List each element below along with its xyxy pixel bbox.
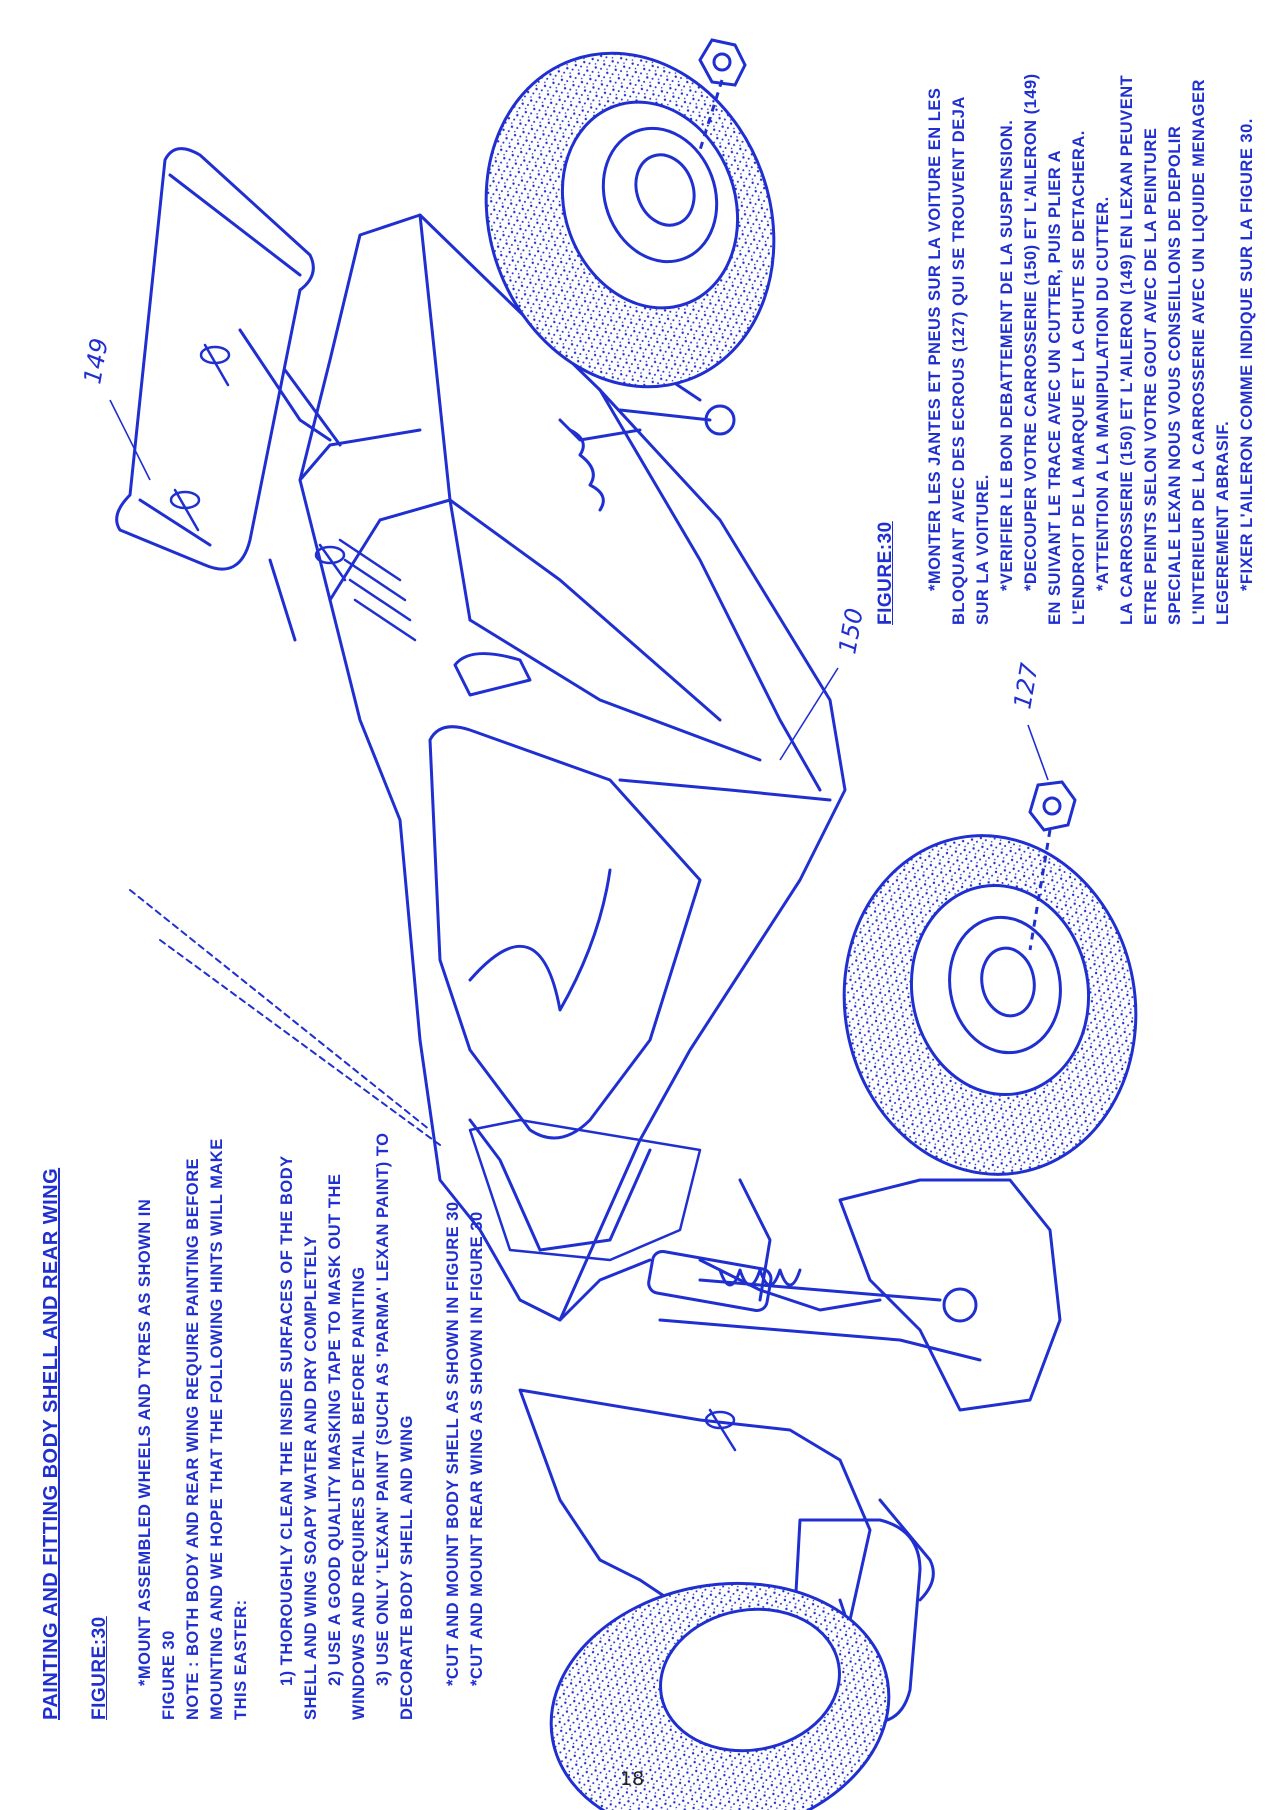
callout-150: 150: [833, 606, 869, 656]
body-shell: [298, 213, 847, 1322]
french-line: ETRE PEINTS SELON VOTRE GOUT AVEC DE LA …: [1142, 127, 1160, 625]
wing-clip-lower: [169, 488, 201, 532]
french-line: SPECIALE LEXAN NOUS VOUS CONSEILLONS DE …: [1166, 125, 1184, 625]
french-line: *ATTENTION A LA MANIPULATION DU CUTTER.: [1094, 196, 1112, 591]
french-line: LA CARROSSERIE (150) ET L'AILERON (149) …: [1118, 74, 1136, 625]
front-tyre-left: [549, 1581, 891, 1810]
english-line: FIGURE 30: [160, 1630, 178, 1720]
french-body: *MONTER LES JANTES ET PNEUS SUR LA VOITU…: [923, 25, 1259, 625]
french-line: BLOQUANT AVEC DES ECROUS (127) QUI SE TR…: [950, 96, 968, 625]
english-figure-label: FIGURE:30: [89, 1616, 110, 1720]
french-line: *DECOUPER VOTRE CARROSSERIE (150) ET L'A…: [1022, 73, 1040, 591]
chassis-front: [518, 1178, 1062, 1652]
nut-127: [1028, 780, 1077, 951]
english-line: NOTE : BOTH BODY AND REAR WING REQUIRE P…: [184, 1157, 202, 1720]
french-line: *FIXER L'AILERON COMME INDIQUE SUR LA FI…: [1238, 118, 1256, 591]
english-line: THIS EASTER:: [232, 1599, 250, 1720]
body-scoop: [453, 652, 532, 697]
french-line: *VERIFIER LE BON DEBATTEMENT DE LA SUSPE…: [998, 119, 1016, 591]
french-line: *MONTER LES JANTES ET PNEUS SUR LA VOITU…: [926, 87, 944, 591]
windscreen: [428, 725, 702, 1252]
english-line: *CUT AND MOUNT REAR WING AS SHOWN IN FIG…: [468, 1211, 486, 1686]
french-line: LEGEREMENT ABRASIF.: [1214, 420, 1232, 625]
french-line: L'INTERIEUR DE LA CARROSSERIE AVEC UN LI…: [1190, 79, 1208, 625]
rear-wing: [115, 147, 342, 642]
callout-127: 127: [1008, 660, 1044, 711]
french-figure-label: FIGURE:30: [875, 521, 896, 625]
page-number: 18: [620, 1768, 645, 1790]
wing-clip-upper: [199, 343, 231, 387]
english-text-block: PAINTING AND FITTING BODY SHELL AND REAR…: [40, 720, 489, 1721]
nut-rear: [698, 38, 747, 151]
front-shock: [647, 1249, 978, 1323]
english-heading: PAINTING AND FITTING BODY SHELL AND REAR…: [40, 1167, 62, 1720]
english-line: SHELL AND WING SOAPY WATER AND DRY COMPL…: [302, 1235, 320, 1720]
side-window: [468, 1118, 702, 1262]
french-line: L'ENDROIT DE LA MARQUE ET LA CHUTE SE DE…: [1070, 130, 1088, 625]
english-line: 2) USE A GOOD QUALITY MASKING TAPE TO MA…: [326, 1173, 344, 1686]
english-line: MOUNTING AND WE HOPE THAT THE FOLLOWING …: [208, 1138, 226, 1720]
french-text-block: FIGURE:30 *MONTER LES JANTES ET PNEUS SU…: [875, 25, 1259, 625]
body-clip-rear: [314, 543, 347, 582]
english-line: DECORATE BODY SHELL AND WING: [398, 1415, 416, 1720]
english-line: 3) USE ONLY 'LEXAN' PAINT (SUCH AS 'PARM…: [374, 1132, 392, 1687]
french-line: SUR LA VOITURE.: [974, 474, 992, 625]
english-line: *MOUNT ASSEMBLED WHEELS AND TYRES AS SHO…: [136, 1198, 154, 1686]
english-line: 1) THOROUGHLY CLEAN THE INSIDE SURFACES …: [278, 1155, 296, 1686]
french-line: EN SUIVANT LE TRACE AVEC UN CUTTER, PUIS…: [1046, 149, 1064, 625]
callout-leaders: [109, 399, 1049, 781]
english-line: *CUT AND MOUNT BODY SHELL AS SHOWN IN FI…: [444, 1201, 462, 1686]
body-clip-front: [704, 1408, 737, 1452]
rear-deck-slats: [338, 538, 417, 642]
front-tyre-right: [842, 834, 1138, 1176]
alignment-lines: [129, 889, 441, 1146]
callout-149: 149: [78, 336, 114, 386]
english-line: WINDOWS AND REQUIRES DETAIL BEFORE PAINT…: [350, 1266, 368, 1720]
english-body: *MOUNT ASSEMBLED WHEELS AND TYRES AS SHO…: [133, 720, 489, 1721]
rear-tyre: [484, 51, 776, 389]
